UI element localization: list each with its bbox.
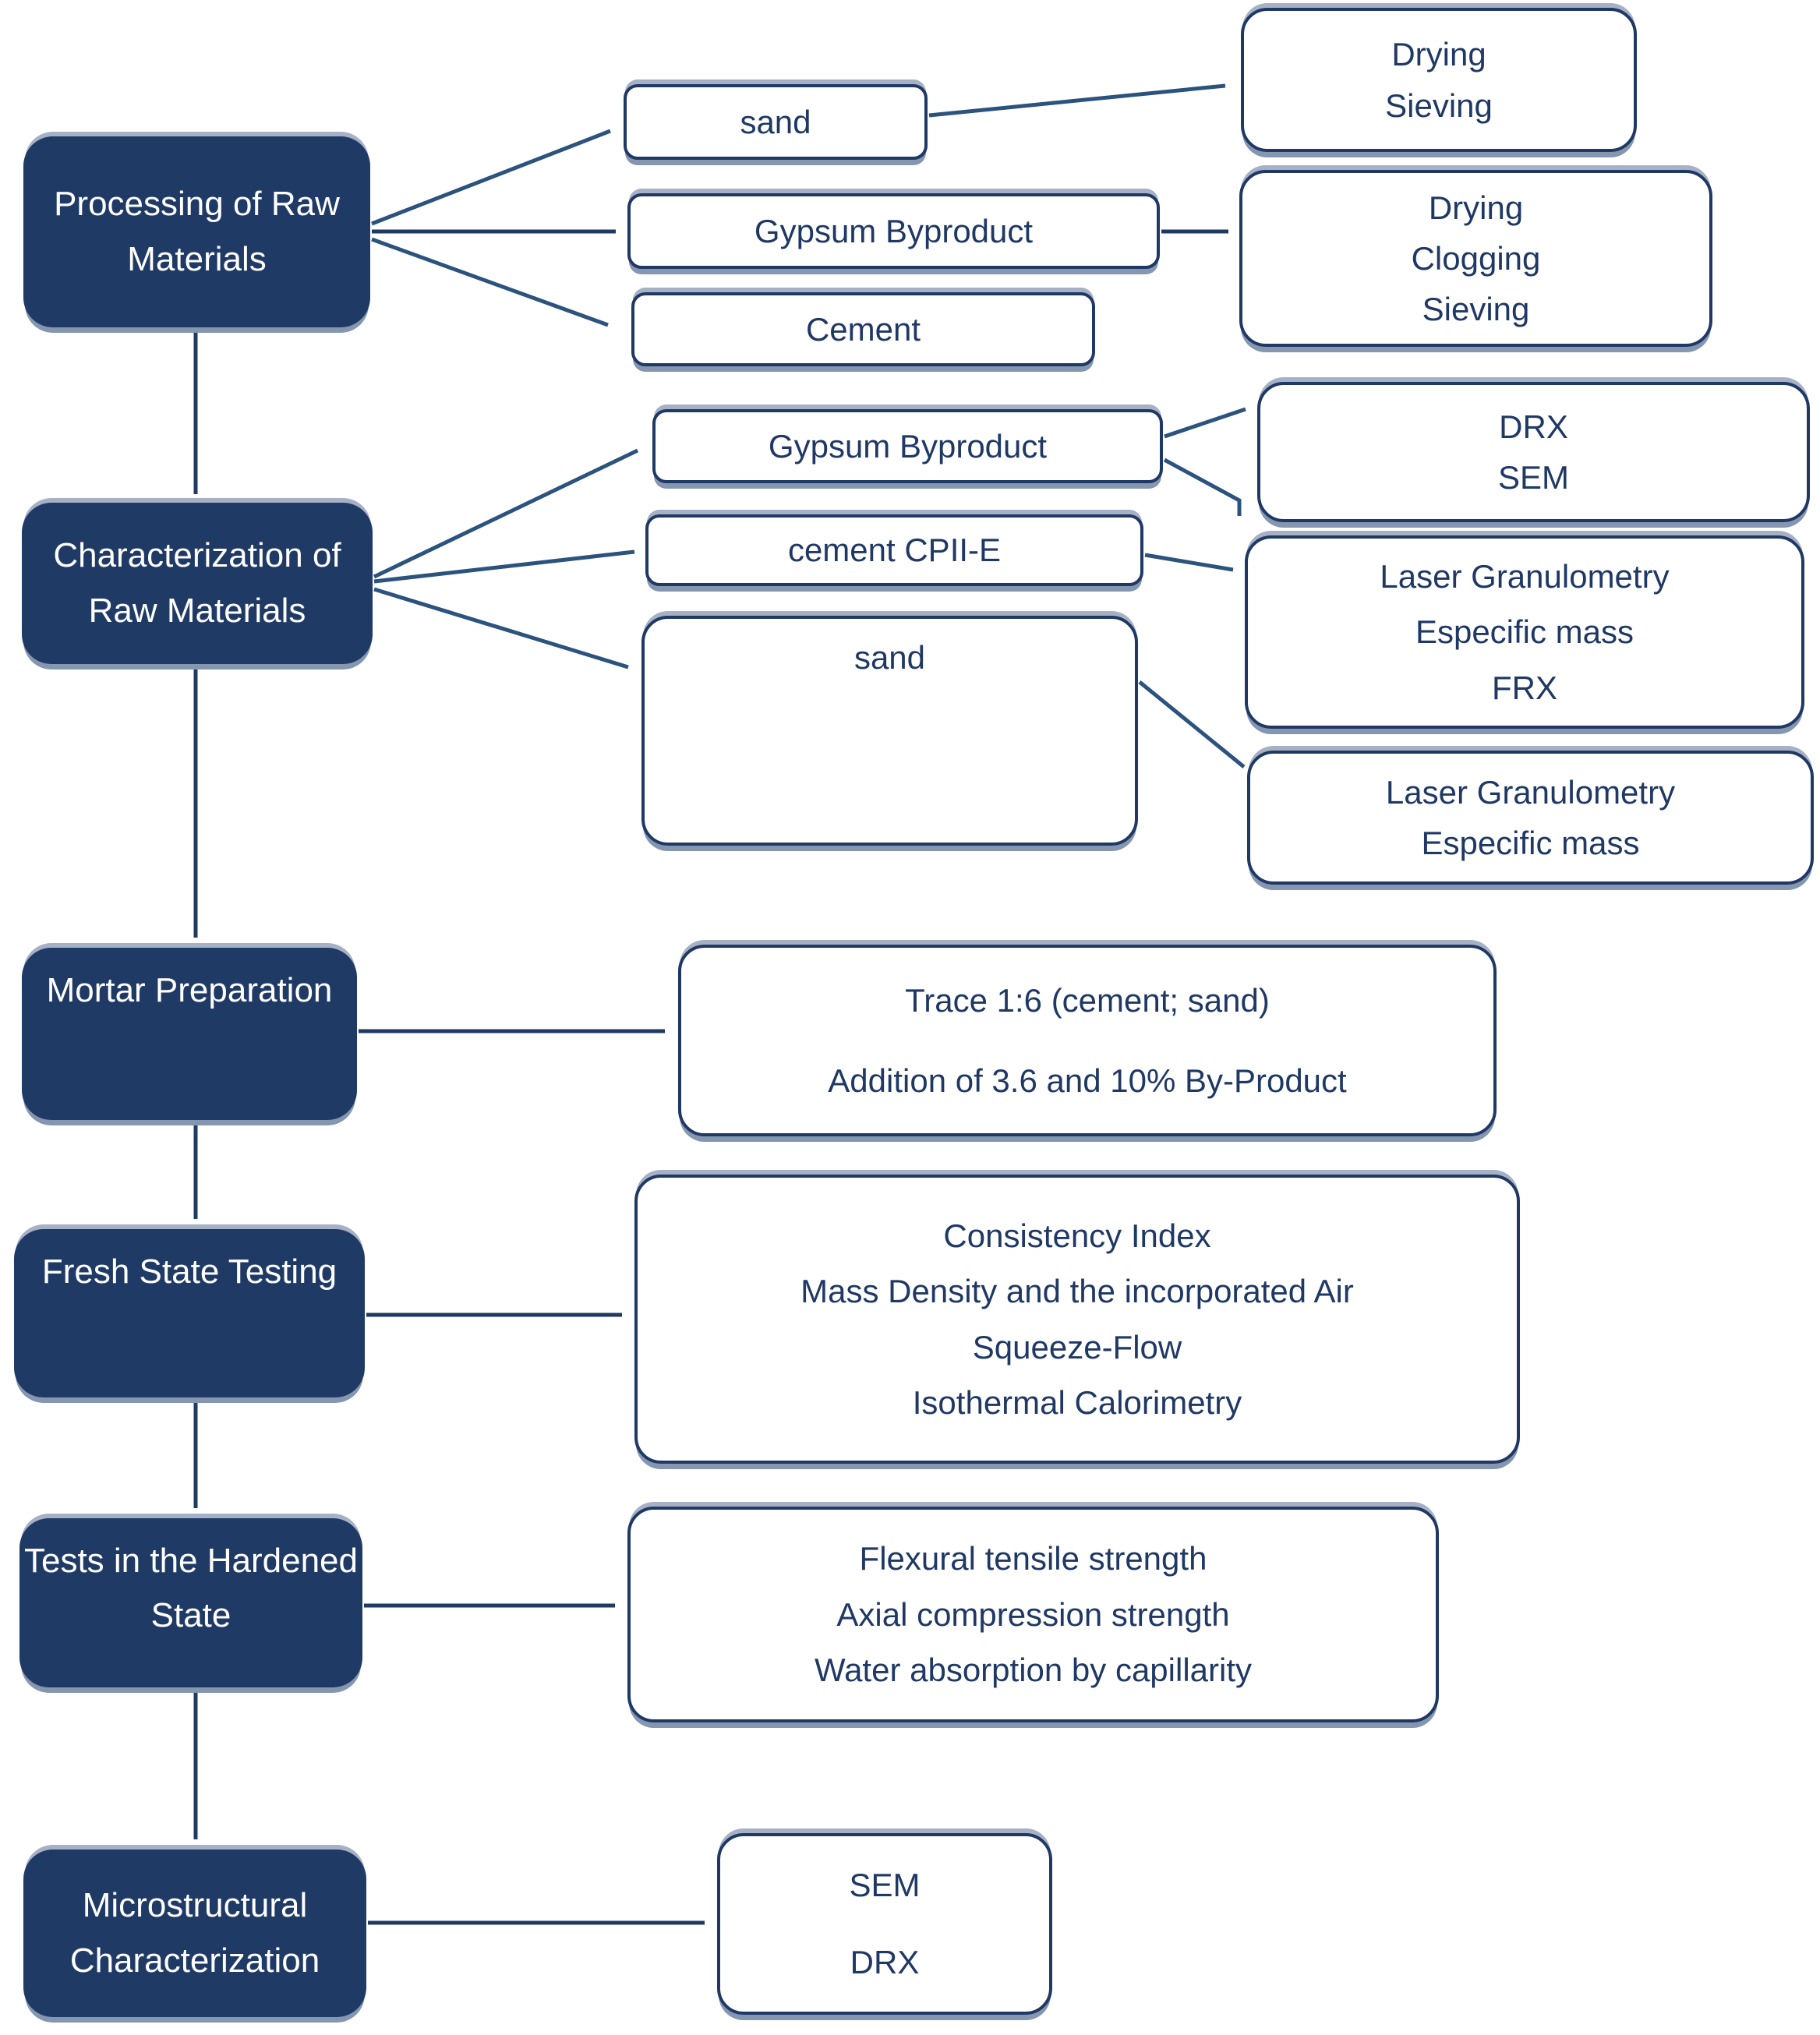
- node-label-line: Especific mass: [1421, 825, 1640, 861]
- node-processing-of-raw-materials: Processing of Raw Materials: [23, 136, 370, 327]
- node-sand-char: sand: [641, 616, 1138, 846]
- node-label-line: Especific mass: [1415, 613, 1634, 651]
- node-label-line: Drying: [1428, 189, 1524, 226]
- node-fresh-state-testing: Fresh State Testing: [14, 1229, 365, 1397]
- node-drying-clogging-sieving: Drying Clogging Sieving: [1239, 170, 1712, 347]
- node-label-line: Clogging: [1411, 239, 1541, 277]
- node-label-line: Tests in the Hardened: [23, 1542, 359, 1580]
- node-sem-drx: SEM DRX: [717, 1833, 1052, 2015]
- node-laser-granulometry-frx: Laser Granulometry Especific mass FRX: [1245, 535, 1804, 729]
- node-label-line: Squeeze-Flow: [972, 1328, 1182, 1365]
- arrow-characterization-to-gypsum: [373, 448, 639, 579]
- arrow-characterization-to-cement: [373, 549, 635, 584]
- node-gypsum-byproduct-char: Gypsum Byproduct: [652, 409, 1163, 483]
- arrow-processing-to-cement: [371, 237, 609, 327]
- node-label-line: Laser Granulometry: [1385, 773, 1676, 811]
- arrow-processing-to-sand: [371, 129, 611, 226]
- node-label-line: Flexural tensile strength: [859, 1540, 1207, 1577]
- node-drx-sem: DRX SEM: [1257, 382, 1810, 522]
- arrow-characterization-to-sand: [373, 587, 629, 670]
- node-characterization-of-raw-materials: Characterization of Raw Materials: [22, 503, 373, 664]
- node-label-line: Raw Materials: [88, 591, 306, 630]
- node-label-line: Water absorption by capillarity: [814, 1652, 1252, 1689]
- node-label-line: Consistency Index: [943, 1217, 1211, 1254]
- node-label-line: cement CPII-E: [787, 532, 1002, 569]
- node-label-line: Fresh State Testing: [41, 1252, 337, 1291]
- node-label-line: Gypsum Byproduct: [768, 427, 1048, 465]
- node-tests-in-the-hardened-state: Tests in the Hardened State: [19, 1518, 362, 1687]
- node-label-line: Addition of 3.6 and 10% By-Product: [828, 1062, 1347, 1099]
- node-label-line: sand: [853, 639, 926, 676]
- node-label-line: SEM: [849, 1867, 921, 1904]
- node-sand-raw: sand: [624, 84, 928, 160]
- node-label-line: Gypsum Byproduct: [754, 212, 1034, 249]
- arrow-gypsum-to-drx-sem: [1164, 407, 1246, 439]
- node-label-line: Mortar Preparation: [46, 971, 333, 1009]
- node-label-line: Laser Granulometry: [1380, 557, 1670, 595]
- node-label-line: FRX: [1492, 669, 1557, 706]
- node-mortar-detail: Trace 1:6 (cement; sand) Addition of 3.6…: [678, 945, 1497, 1136]
- node-hardened-detail: Flexural tensile strength Axial compress…: [627, 1507, 1439, 1722]
- node-mortar-preparation: Mortar Preparation: [22, 948, 357, 1120]
- node-label-line: Characterization of: [53, 536, 341, 575]
- node-label-line: Sieving: [1385, 87, 1493, 124]
- node-label-line: DRX: [850, 1944, 920, 1981]
- node-microstructural-characterization: Microstructural Characterization: [23, 1850, 366, 2017]
- node-label-line: Microstructural: [82, 1886, 308, 1925]
- node-label-line: DRX: [1499, 408, 1568, 445]
- node-label-line: Cement: [805, 310, 921, 348]
- node-cement-raw: Cement: [631, 292, 1095, 366]
- node-label-line: Materials: [127, 239, 267, 278]
- node-label-line: sand: [740, 103, 811, 140]
- node-label-line: SEM: [1497, 459, 1569, 496]
- node-laser-granulometry: Laser Granulometry Especific mass: [1247, 751, 1814, 885]
- node-label-line: Axial compression strength: [836, 1595, 1230, 1633]
- node-label-line: State: [150, 1596, 231, 1635]
- arrow-sand-to-laser: [1138, 680, 1246, 768]
- arrow-gypsum-to-laser-frx: [1163, 458, 1242, 516]
- node-label-line: Mass Density and the incorporated Air: [800, 1273, 1354, 1310]
- node-label-line: Drying: [1391, 36, 1486, 73]
- node-label-line: Isothermal Calorimetry: [912, 1383, 1242, 1421]
- node-label-line: Trace 1:6 (cement; sand): [905, 981, 1270, 1019]
- node-label-line: Characterization: [69, 1941, 320, 1980]
- node-gypsum-byproduct-raw: Gypsum Byproduct: [627, 193, 1160, 269]
- node-drying-sieving: Drying Sieving: [1241, 8, 1637, 152]
- node-label-line: Processing of Raw: [54, 185, 340, 224]
- arrow-cement-to-laser-frx: [1144, 553, 1234, 572]
- node-cement-cpii-e: cement CPII-E: [645, 514, 1143, 586]
- node-fresh-detail: Consistency Index Mass Density and the i…: [634, 1175, 1520, 1464]
- arrow-sand-to-drying: [928, 83, 1226, 118]
- node-label-line: Sieving: [1422, 291, 1530, 328]
